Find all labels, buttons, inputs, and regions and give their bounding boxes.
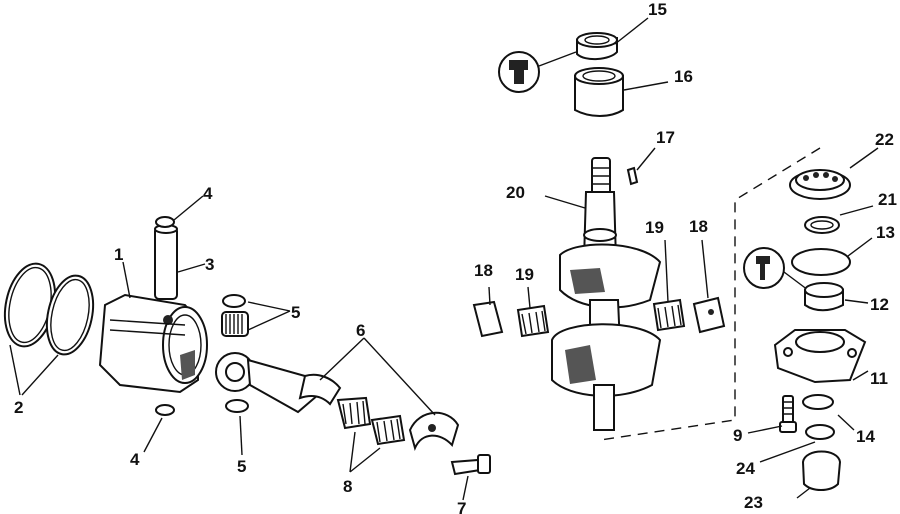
callout-3: 3 (205, 255, 214, 274)
piston-ring-lower (45, 274, 95, 356)
callout-6: 6 (356, 321, 365, 340)
leader-lines (9, 17, 879, 501)
callout-4-lower: 4 (130, 450, 140, 469)
callout-16: 16 (674, 67, 693, 86)
callout-18-right: 18 (689, 217, 708, 236)
main-bearing-half-right (652, 296, 726, 334)
assembly-dash-line (599, 147, 821, 441)
callout-15: 15 (648, 0, 667, 19)
piston (98, 293, 208, 394)
rod-cap (408, 411, 460, 451)
callout-14: 14 (856, 427, 875, 446)
callout-1: 1 (114, 245, 123, 264)
o-ring-small (802, 394, 834, 410)
rod-bearing-cage (336, 396, 406, 446)
callout-12: 12 (870, 295, 889, 314)
housing-screw (779, 395, 797, 433)
callout-9: 9 (733, 426, 742, 445)
callout-5-lower: 5 (237, 457, 246, 476)
main-bearing-half-left (472, 300, 550, 338)
rod-cap-screw (450, 454, 491, 476)
end-cap (801, 450, 842, 491)
o-ring-large (791, 248, 851, 276)
callout-18-left: 18 (474, 261, 493, 280)
callout-5-upper: 5 (291, 303, 300, 322)
callout-20: 20 (506, 183, 525, 202)
callout-21: 21 (878, 190, 897, 209)
callout-17: 17 (656, 128, 675, 147)
lower-seal (804, 282, 844, 312)
seal-ring (805, 424, 835, 440)
lubricant-symbol-upper (498, 51, 577, 93)
callout-2: 2 (14, 398, 23, 417)
callout-13: 13 (876, 223, 895, 242)
callout-labels: 1 2 3 4 4 5 5 6 7 8 9 11 12 13 14 15 16 … (14, 0, 897, 514)
bearing-housing (773, 329, 867, 384)
bearing-retainer-ring (804, 216, 840, 234)
sealant-symbol (743, 247, 809, 291)
callout-7: 7 (457, 499, 466, 514)
crankshaft-seal (576, 32, 618, 60)
callout-19-right: 19 (645, 218, 664, 237)
pin-bearing (221, 294, 249, 413)
connecting-rod (215, 352, 342, 414)
callout-22: 22 (875, 130, 894, 149)
upper-roller-bearing (574, 67, 624, 117)
callout-19-left: 19 (515, 265, 534, 284)
retaining-ring-lower (155, 404, 175, 416)
crankshaft (551, 157, 662, 431)
callout-23: 23 (744, 493, 763, 512)
callout-4-upper: 4 (203, 184, 213, 203)
callout-24: 24 (736, 459, 755, 478)
callout-8: 8 (343, 477, 352, 496)
callout-11: 11 (870, 369, 888, 388)
piston-pin (154, 224, 178, 300)
ball-bearing (789, 169, 851, 200)
retaining-ring-upper (155, 216, 175, 228)
